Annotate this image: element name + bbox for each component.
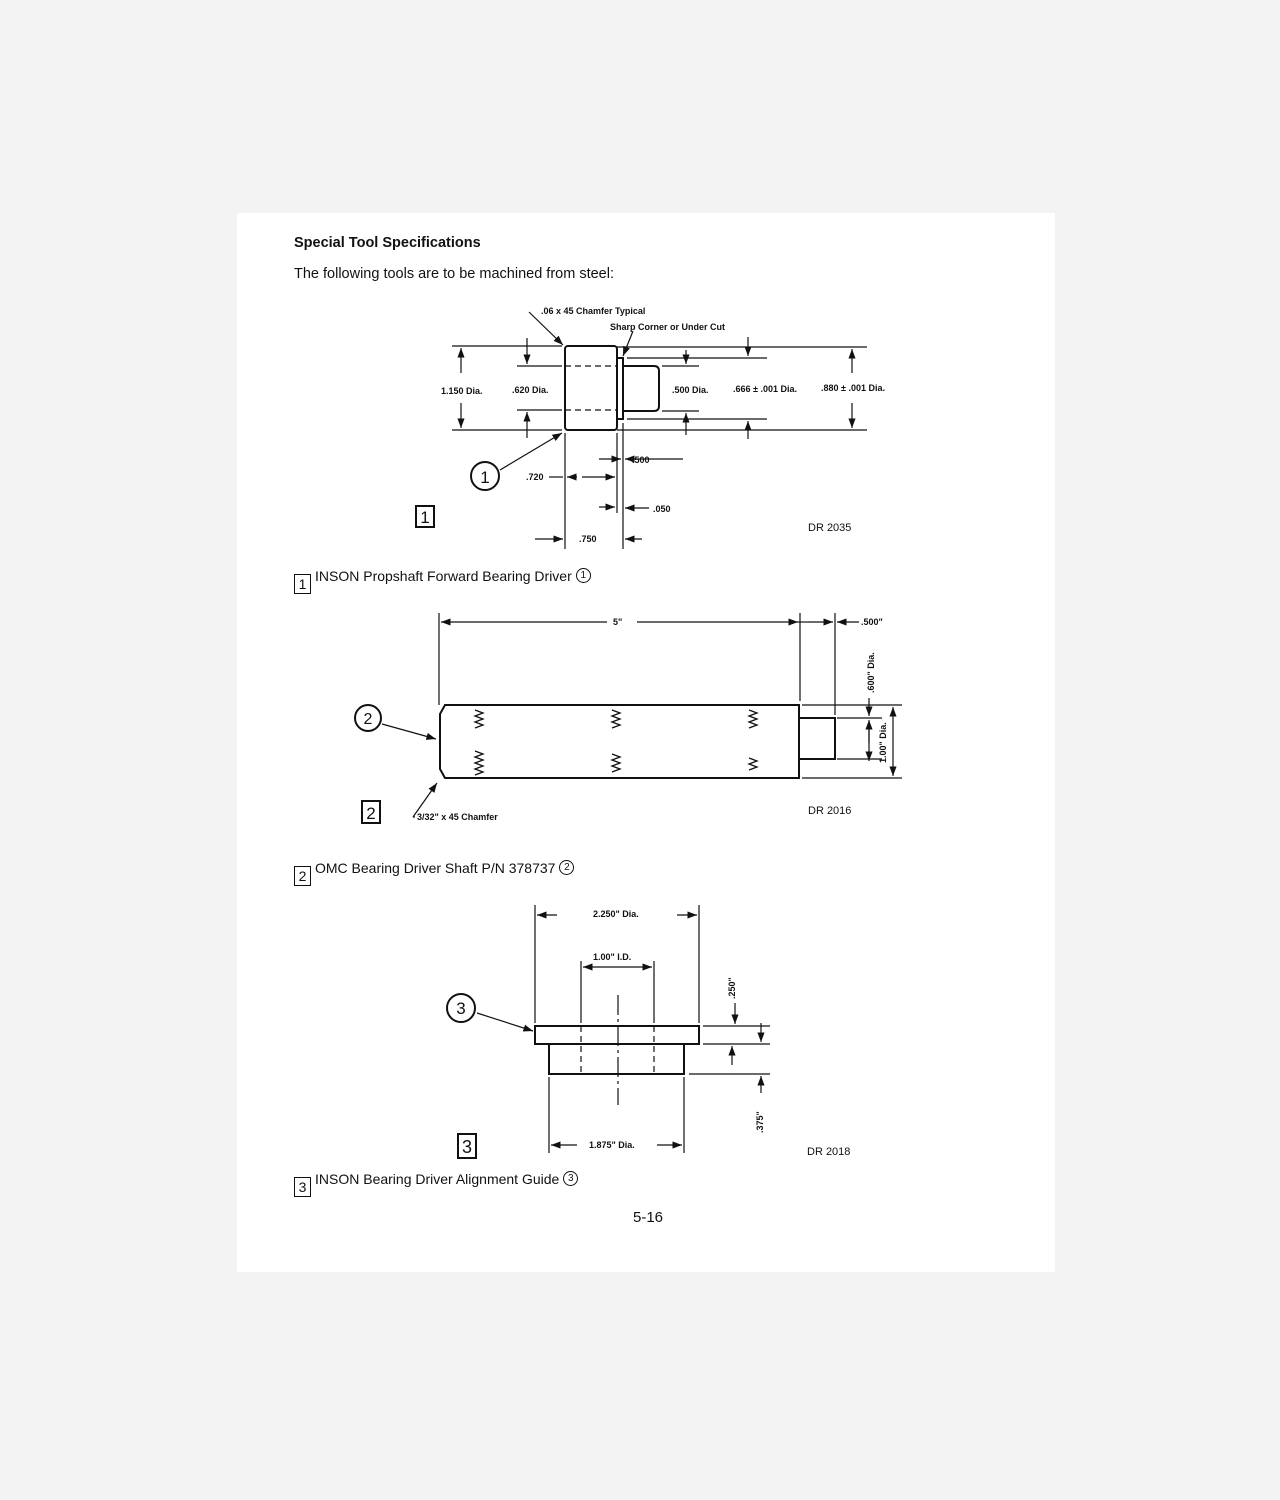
fig1-callout-number: 1: [480, 468, 489, 487]
technical-drawings: 1 1 .06 x 45 Chamfer Typical Sharp Corne…: [354, 306, 902, 1159]
fig2-dim-600dia: .600" Dia.: [866, 652, 876, 693]
figure-2-drawing: 2 2 5" .500" .600" Dia. 1.00" Dia. 3/32"…: [354, 613, 902, 824]
fig1-sharp-corner-label: Sharp Corner or Under Cut: [610, 322, 725, 332]
caption-1-circle: 1: [575, 568, 591, 583]
section-heading: Special Tool Specifications: [294, 235, 481, 251]
page-number: 5-16: [633, 1209, 664, 1226]
fig3-dim-2250: 2.250" Dia.: [593, 909, 639, 919]
fig3-dim-375: .375": [755, 1111, 765, 1133]
fig3-dim-1875: 1.875" Dia.: [589, 1140, 635, 1150]
fig1-dim-500len: .500: [632, 455, 650, 465]
caption-2-box: 2: [294, 866, 311, 886]
caption-2-circle: 2: [559, 860, 575, 875]
fig1-chamfer-label: .06 x 45 Chamfer Typical: [541, 306, 645, 316]
fig3-callout-number: 3: [456, 999, 465, 1018]
fig1-dim-500dia: .500 Dia.: [672, 385, 709, 395]
fig1-dim-050: .050: [653, 504, 671, 514]
caption-3-box: 3: [294, 1177, 311, 1197]
figure-3-drawing: 3 3 2.250" Dia. 1.00" I.D. .250" .375" 1…: [446, 905, 850, 1159]
fig1-dim-720: .720: [526, 472, 544, 482]
caption-2-text: OMC Bearing Driver Shaft P/N 378737: [315, 860, 556, 876]
figure-3-caption: 3 INSON Bearing Driver Alignment Guide 3: [294, 1171, 579, 1197]
fig1-dim-1150: 1.150 Dia.: [441, 386, 483, 396]
manual-page: Special Tool Specifications The followin…: [237, 213, 1055, 1272]
fig3-drawing-ref: DR 2018: [807, 1146, 850, 1158]
fig3-dim-id100: 1.00" I.D.: [593, 952, 631, 962]
fig2-chamfer-label: 3/32" x 45 Chamfer: [417, 812, 498, 822]
fig3-dim-250: .250": [727, 977, 737, 999]
fig1-dim-880: .880 ± .001 Dia.: [821, 383, 885, 393]
intro-text: The following tools are to be machined f…: [294, 266, 614, 282]
caption-1-text: INSON Propshaft Forward Bearing Driver: [315, 568, 572, 584]
fig1-drawing-ref: DR 2035: [808, 522, 851, 534]
fig1-dim-750: .750: [579, 534, 597, 544]
fig1-box-number: 1: [420, 508, 429, 527]
fig2-dim-5in: 5": [613, 617, 622, 627]
fig1-dim-666: .666 ± .001 Dia.: [733, 384, 797, 394]
fig2-drawing-ref: DR 2016: [808, 805, 851, 817]
figure-2-caption: 2 OMC Bearing Driver Shaft P/N 378737 2: [294, 860, 575, 886]
figure-1-caption: 1 INSON Propshaft Forward Bearing Driver…: [294, 568, 591, 594]
fig1-dim-620: .620 Dia.: [512, 385, 549, 395]
caption-3-text: INSON Bearing Driver Alignment Guide: [315, 1171, 560, 1187]
fig2-dim-100dia: 1.00" Dia.: [878, 722, 888, 763]
figure-1-drawing: 1 1 .06 x 45 Chamfer Typical Sharp Corne…: [415, 306, 885, 549]
fig2-dim-500: .500": [861, 617, 883, 627]
fig2-box-number: 2: [366, 804, 375, 823]
caption-3-circle: 3: [563, 1171, 579, 1186]
caption-1-box: 1: [294, 574, 311, 594]
fig3-box-number: 3: [462, 1137, 472, 1157]
fig2-callout-number: 2: [364, 711, 373, 728]
